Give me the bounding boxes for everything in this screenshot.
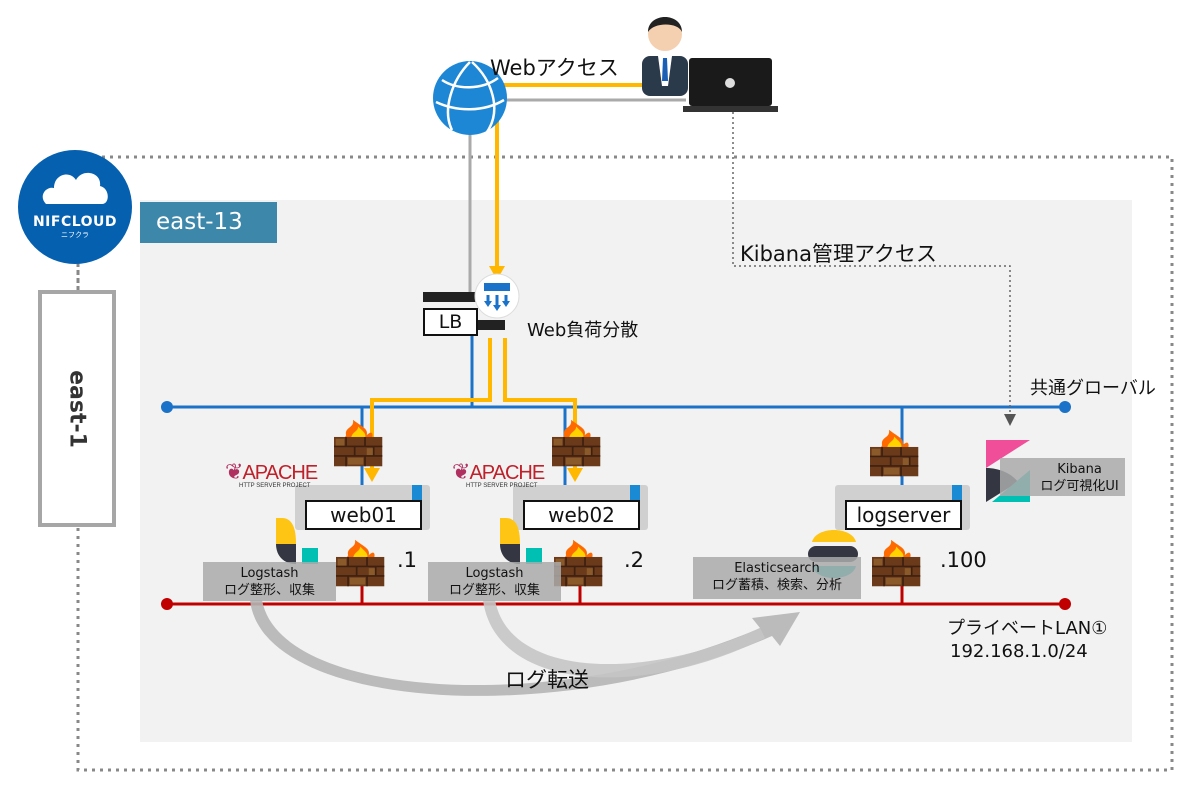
global-network-label: 共通グローバル: [1030, 378, 1156, 399]
server-name: logserver: [845, 500, 962, 530]
arrowhead: [567, 468, 583, 482]
private-network-end: [161, 598, 173, 610]
firewall-icon: [869, 428, 920, 478]
firewall-icon: [335, 538, 386, 588]
arrowhead: [489, 266, 505, 280]
logstash-icon: [276, 518, 318, 564]
server-name: web02: [523, 500, 640, 530]
kibana-access-flow: [732, 112, 1011, 415]
load-balancer-icon: [474, 273, 520, 319]
global-network-end: [161, 401, 173, 413]
log-transfer-label: ログ転送: [505, 668, 589, 692]
nifcloud-logo: NIFCLOUD ニフクラ: [18, 150, 132, 264]
arrowhead: [364, 468, 380, 482]
lb-device: LB: [423, 292, 508, 336]
internet-globe-icon: [433, 61, 507, 135]
logstash-icon: [500, 518, 542, 564]
private-network-end: [1059, 598, 1071, 610]
server-web02[interactable]: web02: [513, 485, 648, 530]
server-name: web01: [305, 500, 422, 530]
server-web01[interactable]: web01: [295, 485, 430, 530]
log-transfer-arrow-web02: [483, 600, 765, 678]
lb-label: LB: [423, 308, 478, 336]
region-label: east-13: [140, 202, 277, 243]
firewall-icon: [871, 538, 922, 588]
nifcloud-sub: ニフクラ: [61, 231, 89, 239]
firewall-icon: [333, 418, 384, 468]
private-network-cidr: 192.168.1.0/24: [950, 641, 1088, 662]
nifcloud-brand: NIFCLOUD: [32, 214, 118, 230]
global-network-end: [1059, 401, 1071, 413]
cloud-icon: [42, 172, 108, 204]
logserver-ip: .100: [940, 548, 987, 572]
region-area: [140, 200, 1132, 742]
laptop-icon: [683, 58, 778, 112]
server-logserver[interactable]: logserver: [835, 485, 970, 530]
lb-description: Web負荷分散: [527, 320, 639, 341]
web01-ip: .1: [397, 548, 418, 572]
private-network-label: プライベートLAN①: [947, 618, 1108, 639]
nifcloud-boundary: [76, 155, 1174, 772]
firewall-icon: [551, 418, 602, 468]
web-access-flow: [495, 83, 650, 268]
user-icon: [642, 17, 688, 96]
arrowhead: [1004, 414, 1016, 426]
web-access-label: Webアクセス: [490, 56, 619, 80]
kibana-access-label: Kibana管理アクセス: [740, 242, 937, 266]
web02-ip: .2: [624, 548, 645, 572]
zone-box: east-1: [38, 290, 116, 527]
